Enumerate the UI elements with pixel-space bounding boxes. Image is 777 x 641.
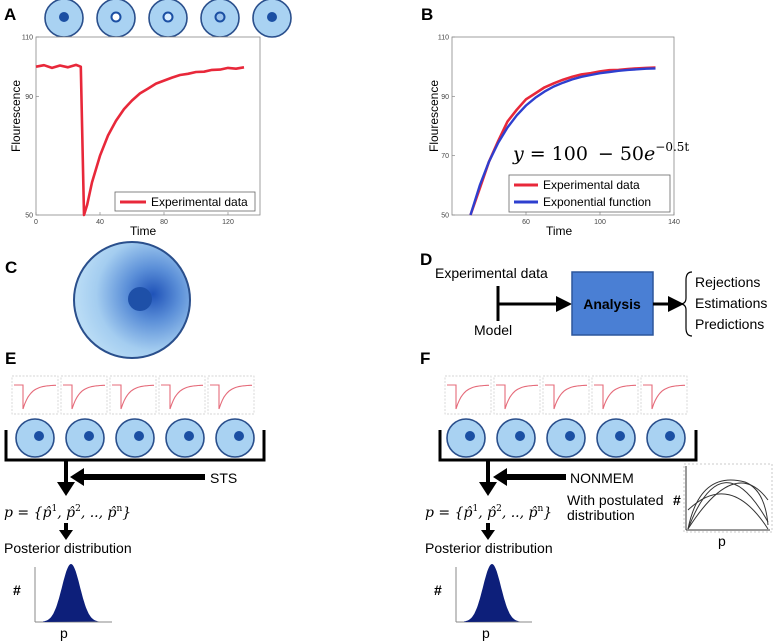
- panel-f: F NONMEM With postulated distribution p …: [420, 349, 773, 641]
- input-experimental-data: Experimental data: [435, 265, 548, 281]
- panel-a-cells: [44, 0, 292, 38]
- cell-icon: [96, 0, 136, 38]
- chart-a-xtick-label: 0: [34, 219, 38, 226]
- panel-letter-a: A: [4, 5, 16, 24]
- chart-a-series-line: [35, 63, 245, 217]
- thumbnail-row: [444, 375, 688, 415]
- inset-hash: #: [673, 492, 681, 508]
- axis-p: p: [60, 625, 68, 641]
- panel-letter-b: B: [421, 5, 433, 24]
- output-predictions: Predictions: [695, 316, 764, 332]
- cell-icon: [15, 418, 55, 458]
- curve-thumbnail: [591, 375, 639, 415]
- cell-icon: [65, 418, 105, 458]
- panel-b: B 60 100 140 50 70 90 110 Flourescence Time y=…: [421, 5, 689, 238]
- output-estimations: Estimations: [695, 295, 767, 311]
- legend-experimental-data: Experimental data: [151, 195, 248, 209]
- chart-a-ylabel: Flourescence: [9, 80, 23, 152]
- curve-thumbnail: [158, 375, 206, 415]
- thumbnail-row: [11, 375, 255, 415]
- cell-icon: [148, 0, 188, 38]
- hash-label: #: [13, 582, 21, 598]
- chart-a-ytick-label: 90: [25, 94, 33, 101]
- method-sts: STS: [210, 470, 237, 486]
- cell-icon: [44, 0, 84, 38]
- posterior-label: Posterior distribution: [425, 540, 553, 556]
- panel-letter-d: D: [420, 250, 432, 269]
- cell-icon: [215, 418, 255, 458]
- axis-p: p: [482, 625, 490, 641]
- chart-b-ylabel: Flourescence: [427, 80, 441, 152]
- chart-b-ytick-label: 110: [438, 35, 449, 42]
- posterior-label: Posterior distribution: [4, 540, 132, 556]
- cell-icon: [73, 241, 191, 359]
- estimate-set: p = {p̂1, p̂2, .., p̂n}: [425, 504, 552, 521]
- chart-a-xtick-label: 120: [222, 219, 234, 226]
- posterior-plot: [455, 564, 532, 623]
- panel-letter-e: E: [5, 349, 16, 368]
- curve-thumbnail: [60, 375, 108, 415]
- cell-icon: [496, 418, 536, 458]
- cell-row: [15, 418, 255, 458]
- inset-axis-p: p: [718, 533, 726, 549]
- chart-a: 0 40 80 120 50 90 110: [22, 35, 261, 226]
- curve-thumbnail: [640, 375, 688, 415]
- analysis-label: Analysis: [583, 296, 641, 312]
- panel-letter-c: C: [5, 258, 17, 277]
- chart-b-ytick-label: 50: [441, 213, 449, 220]
- output-rejections: Rejections: [695, 274, 760, 290]
- chart-a-ytick-label: 50: [25, 213, 33, 220]
- curve-thumbnail: [444, 375, 492, 415]
- chart-b-xtick-label: 100: [594, 219, 606, 226]
- cell-icon: [546, 418, 586, 458]
- panel-d: D Experimental data Model Analysis Rejec…: [420, 250, 767, 338]
- input-model: Model: [474, 322, 512, 338]
- chart-a-ytick-label: 110: [22, 35, 33, 42]
- chart-b-ytick-label: 70: [441, 153, 449, 160]
- curve-thumbnail: [207, 375, 255, 415]
- cell-icon: [646, 418, 686, 458]
- chart-a-legend: Experimental data: [114, 191, 256, 212]
- chart-a-xtick-label: 80: [160, 219, 168, 226]
- cell-icon: [596, 418, 636, 458]
- cell-icon: [200, 0, 240, 38]
- legend-exponential-function: Exponential function: [543, 195, 651, 209]
- cell-icon: [446, 418, 486, 458]
- chart-b-series-line: [469, 67, 656, 216]
- chart-a-xlabel: Time: [130, 224, 157, 238]
- cell-icon: [165, 418, 205, 458]
- chart-b-xtick-label: 60: [522, 219, 530, 226]
- chart-b-ytick-label: 90: [441, 94, 449, 101]
- hash-label: #: [434, 582, 442, 598]
- curve-thumbnail: [11, 375, 59, 415]
- cell-icon: [252, 0, 292, 38]
- analysis-box: [571, 271, 654, 336]
- chart-a-frame: [35, 36, 261, 216]
- panel-e: E STS p = {p̂1, p̂2, .., p̂n} Posterior …: [4, 349, 266, 641]
- note-line2: distribution: [567, 507, 635, 523]
- panel-letter-f: F: [420, 349, 430, 368]
- equation: y=100−50e−0.5t: [512, 140, 689, 165]
- curve-thumbnail: [542, 375, 590, 415]
- cell-icon: [115, 418, 155, 458]
- curve-thumbnail: [109, 375, 157, 415]
- note-line1: With postulated: [567, 492, 664, 508]
- panel-c: C: [5, 241, 191, 359]
- estimate-set: p = {p̂1, p̂2, .., p̂n}: [4, 504, 131, 521]
- curve-thumbnail: [493, 375, 541, 415]
- method-nonmem: NONMEM: [570, 470, 634, 486]
- chart-a-xtick-label: 40: [96, 219, 104, 226]
- chart-b-xtick-label: 140: [668, 219, 680, 226]
- legend-experimental-data: Experimental data: [543, 178, 640, 192]
- postulated-distribution-inset: # p: [673, 463, 773, 549]
- cell-row: [446, 418, 686, 458]
- chart-b-legend: Experimental data Exponential function: [508, 174, 671, 213]
- posterior-plot: [34, 564, 112, 623]
- panel-a: A 0 40 80 120 50 90 110 Flourescence Time Expe…: [4, 0, 292, 238]
- chart-b-xlabel: Time: [546, 224, 573, 238]
